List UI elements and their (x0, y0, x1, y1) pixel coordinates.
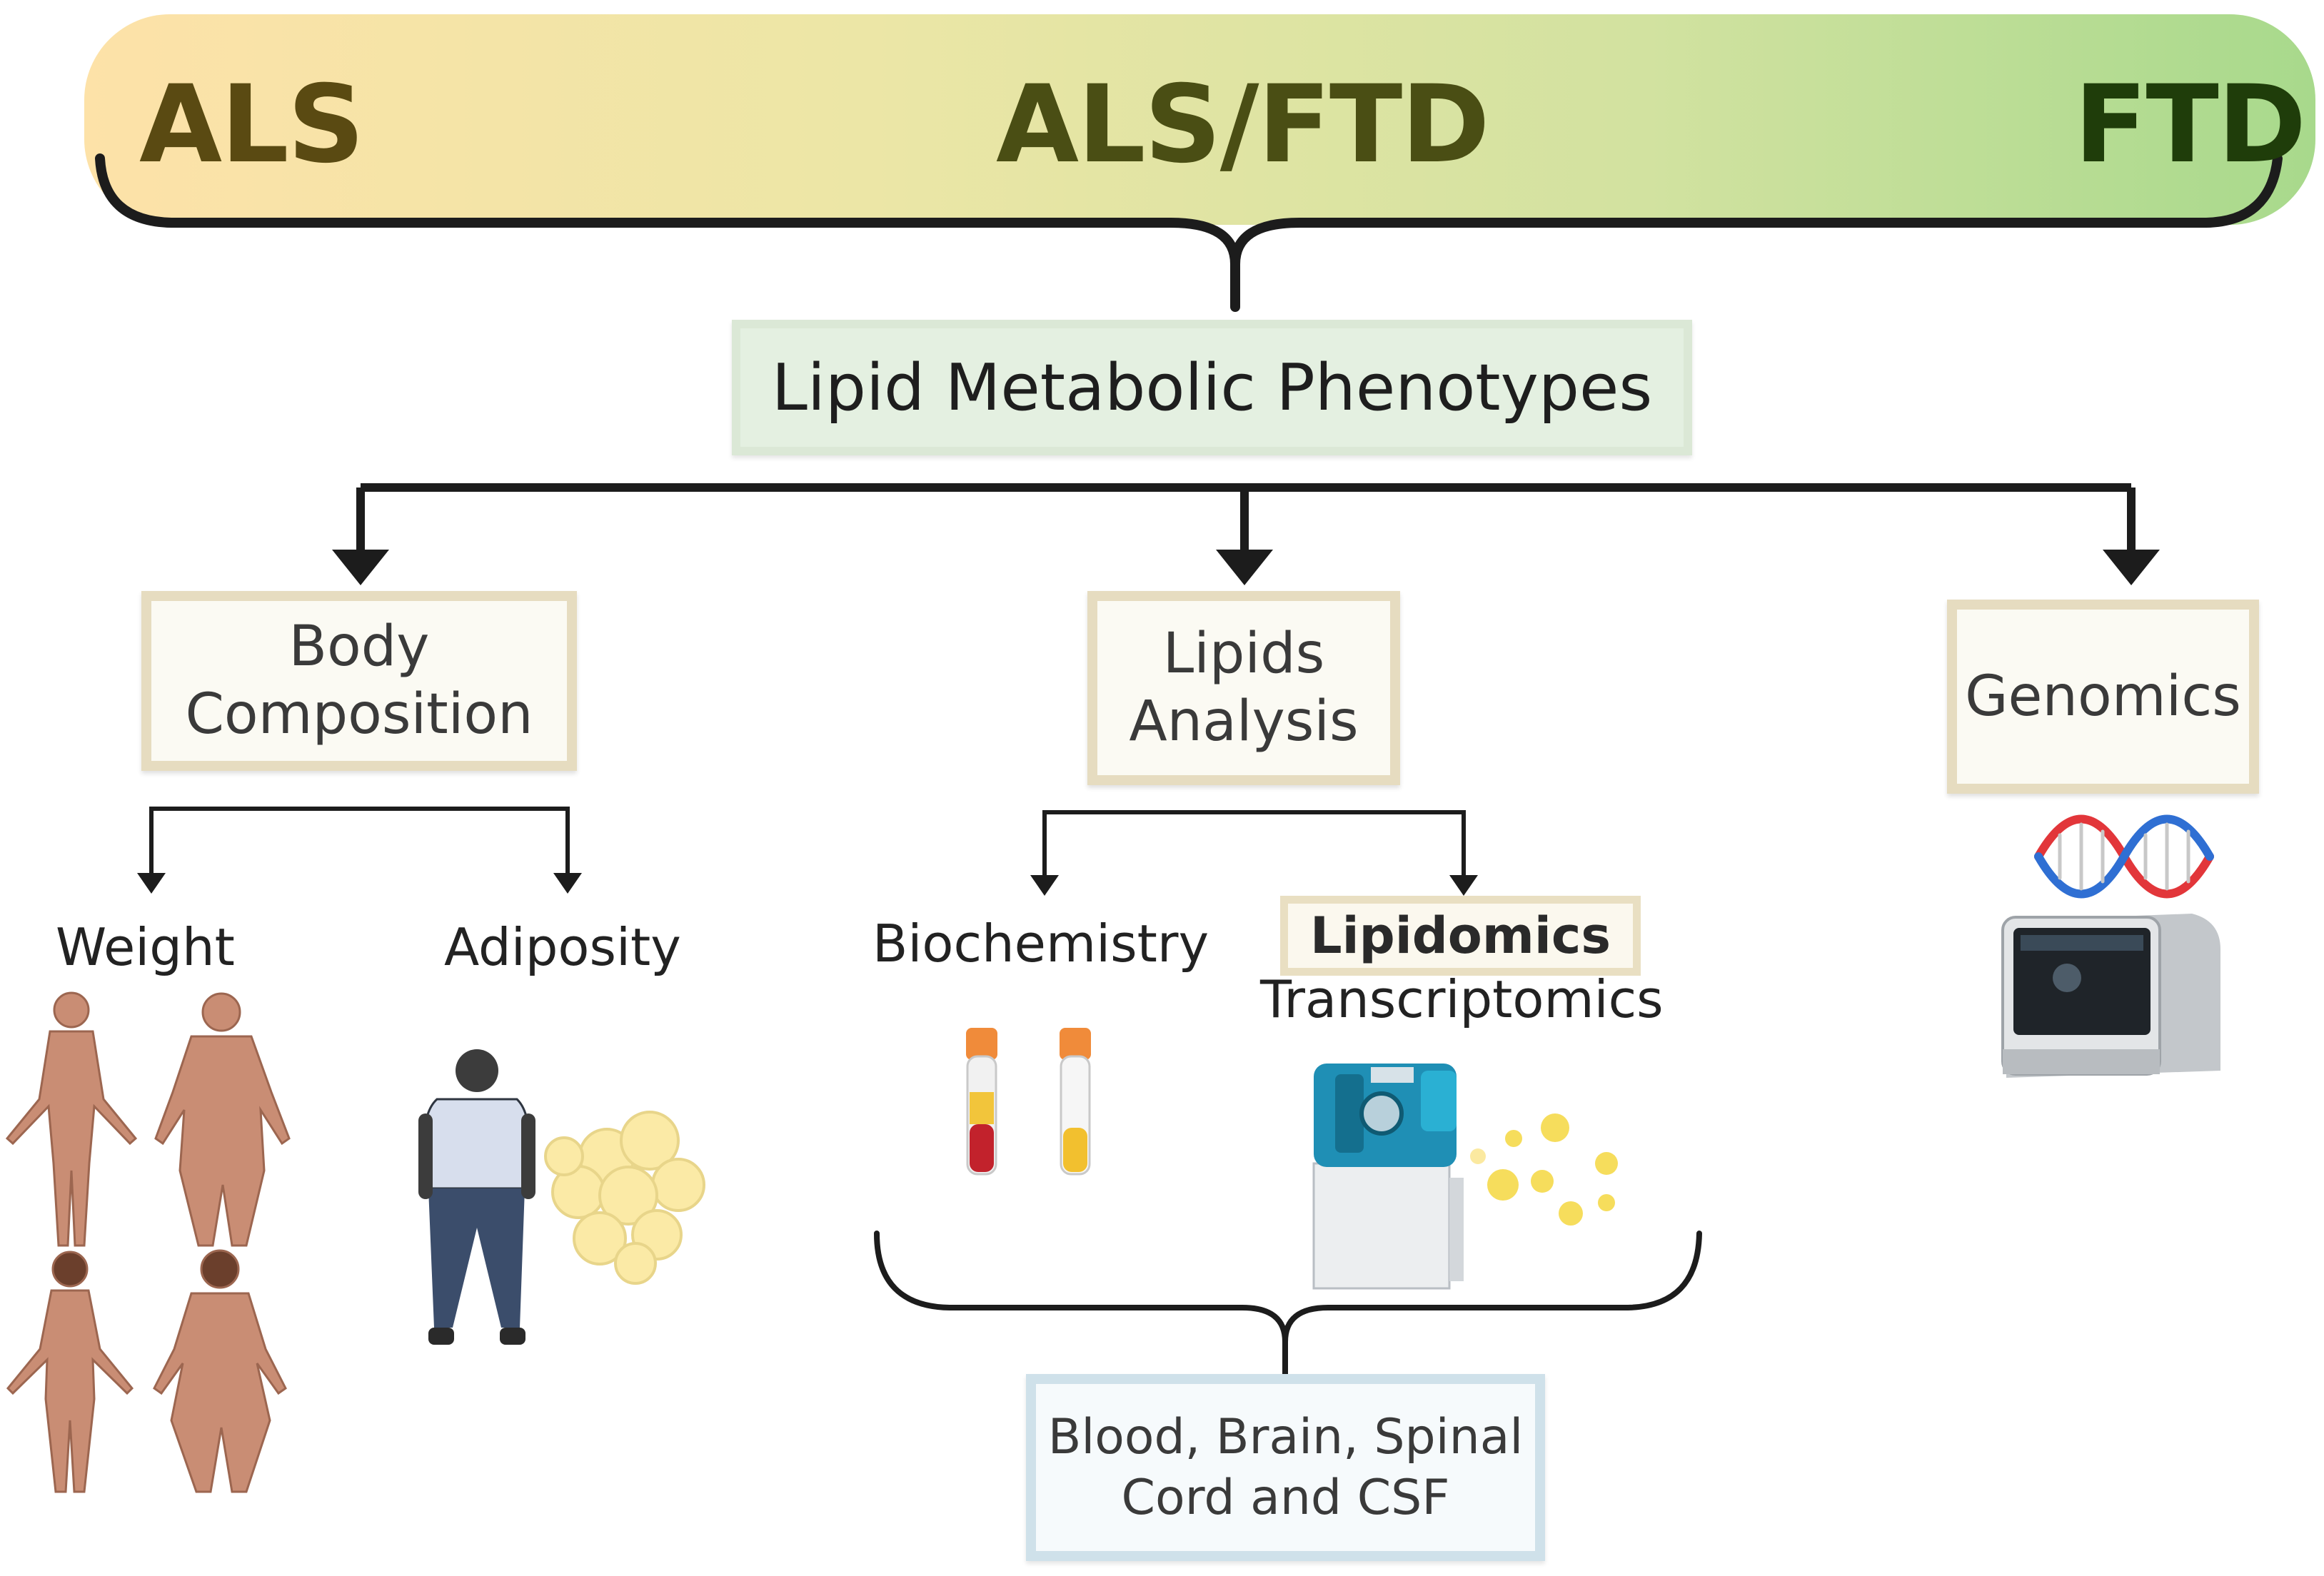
samples-box: Blood, Brain, Spinal Cord and CSF (1026, 1374, 1545, 1561)
heavy-male-figure (154, 992, 291, 1247)
genomics-box: Genomics (1947, 600, 2259, 794)
biochemistry-label: Biochemistry (872, 914, 1209, 974)
level1-connector (356, 483, 2136, 571)
transcriptomics-label: Transcriptomics (1260, 969, 1664, 1029)
blood-tube-yellow-icon (1060, 1028, 1091, 1176)
main-box-label: Lipid Metabolic Phenotypes (771, 350, 1653, 425)
body-composition-label: Body Composition (185, 614, 533, 747)
lipids-connector (1042, 810, 1466, 891)
body-composition-box: Body Composition (141, 591, 577, 771)
mass-spectrometer-icon (1312, 1064, 1464, 1290)
genomics-label: Genomics (1965, 665, 2241, 729)
lipidomics-label: Lipidomics (1310, 906, 1611, 965)
heavy-female-figure (153, 1249, 287, 1493)
body-connector (149, 807, 570, 889)
lipid-metabolic-phenotypes-box: Lipid Metabolic Phenotypes (732, 320, 1692, 455)
thin-female-figure (6, 1251, 134, 1493)
lipid-droplets-icon (1470, 1113, 1618, 1226)
sequencer-machine-icon (2001, 914, 2220, 1078)
adiposity-label: Adiposity (444, 917, 681, 977)
human-figures-weight (5, 991, 291, 1493)
lipids-analysis-box: Lipids Analysis (1087, 591, 1400, 785)
samples-label: Blood, Brain, Spinal Cord and CSF (1047, 1409, 1524, 1526)
arrowhead-lipids (1216, 550, 1273, 585)
lipidomics-box: Lipidomics (1280, 896, 1641, 976)
adipocyte-cluster-icon (544, 1111, 705, 1285)
samples-brace (874, 1231, 1702, 1380)
lipids-analysis-label: Lipids Analysis (1129, 621, 1359, 754)
spectrum-bar (84, 14, 2315, 225)
dna-icon (2034, 814, 2214, 899)
blood-tube-red-icon (966, 1028, 997, 1176)
arrowhead-genomics (2103, 550, 2160, 585)
weight-label: Weight (56, 917, 235, 977)
spectrum-label-als: ALS (139, 63, 365, 187)
adiposity-person-icon (418, 1049, 535, 1345)
spectrum-brace (95, 153, 2283, 312)
arrowhead-body (332, 550, 389, 585)
spectrum-label-ftd: FTD (2074, 63, 2306, 187)
spectrum-label-als-ftd: ALS/FTD (996, 63, 1490, 187)
thin-male-figure (5, 991, 138, 1247)
